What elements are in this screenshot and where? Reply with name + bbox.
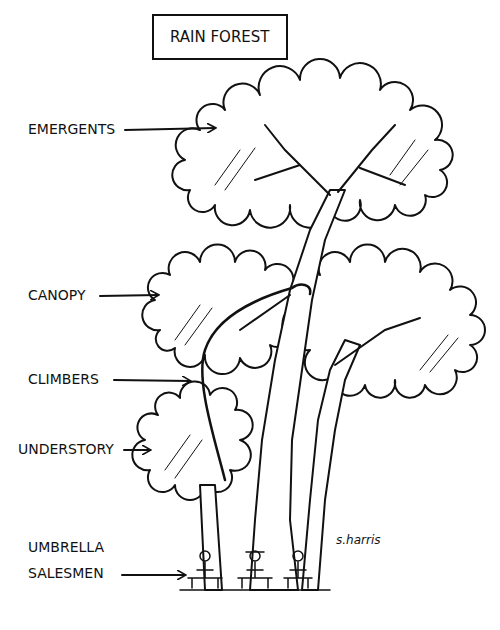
salesman-head	[293, 551, 303, 561]
emergent-crown	[172, 59, 452, 228]
leader-arrow	[124, 449, 150, 451]
layer-label: UMBRELLA SALESMEN	[28, 534, 128, 586]
leader-arrow	[100, 295, 158, 296]
branch	[240, 125, 420, 365]
layer-label: EMERGENTS	[28, 116, 115, 142]
layer-label: UNDERSTORY	[18, 436, 114, 462]
salesman-head	[200, 551, 210, 561]
salesman-head	[250, 551, 260, 561]
layer-label: CANOPY	[28, 282, 86, 308]
ground-line	[180, 589, 330, 591]
signature: s.harris	[336, 532, 380, 548]
salesman-figure	[284, 562, 312, 588]
climber-vine	[202, 285, 310, 480]
salesman-figure	[238, 552, 272, 588]
tree-trunk	[200, 485, 222, 590]
understory-crown	[132, 381, 252, 500]
shading	[165, 140, 458, 478]
layer-label: CLIMBERS	[28, 366, 99, 392]
leader-arrow	[122, 574, 185, 576]
leader-arrow	[125, 128, 215, 130]
tree-trunk	[302, 340, 360, 590]
leader-arrow	[114, 380, 190, 381]
salesman-figure	[188, 562, 222, 588]
title-box: RAIN FOREST	[152, 14, 288, 60]
